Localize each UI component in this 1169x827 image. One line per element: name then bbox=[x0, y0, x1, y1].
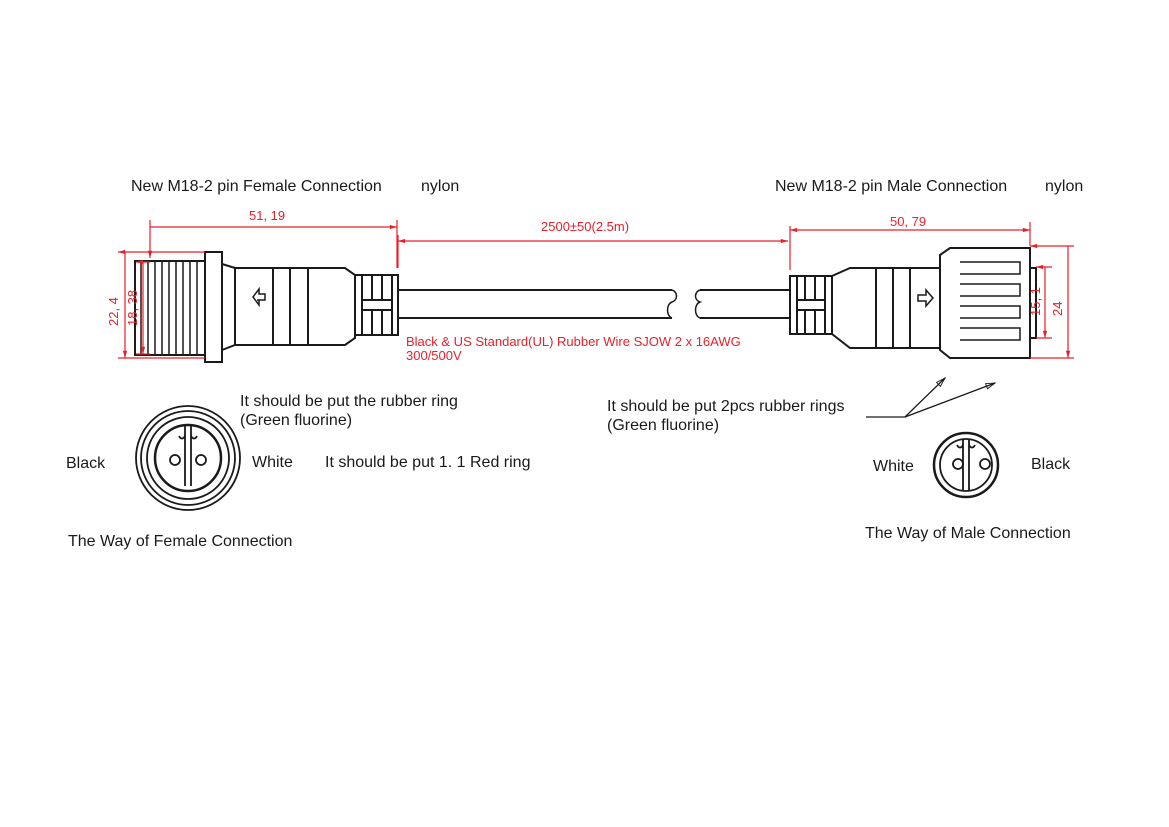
leader-arrows bbox=[866, 376, 997, 418]
male-title: New M18-2 pin Male Connection bbox=[775, 178, 1008, 195]
male-face-view bbox=[932, 431, 1000, 499]
female-ring-note: It should be put the rubber ring bbox=[240, 393, 458, 410]
dimension-lines bbox=[118, 220, 1074, 358]
female-flange bbox=[204, 251, 223, 363]
male-strain-relief bbox=[789, 275, 833, 335]
female-caption: The Way of Female Connection bbox=[68, 533, 293, 550]
female-title: New M18-2 pin Female Connection bbox=[131, 178, 382, 195]
red-ring-note: It should be put 1. 1 Red ring bbox=[325, 454, 531, 471]
female-thread bbox=[134, 260, 206, 356]
female-face-view bbox=[135, 405, 241, 511]
male-inner-diameter: 15, 1 bbox=[1028, 287, 1043, 316]
female-thread-diameter: 18, 38 bbox=[125, 289, 140, 326]
male-connector-side-view bbox=[789, 247, 1037, 359]
female-ring-material: (Green fluorine) bbox=[240, 412, 353, 429]
male-ring-note: It should be put 2pcs rubber rings bbox=[607, 398, 845, 415]
pin-black bbox=[169, 454, 181, 466]
male-left-pin-label: White bbox=[873, 458, 914, 475]
female-strain-relief bbox=[354, 274, 399, 336]
pin-white bbox=[195, 454, 207, 466]
female-outer-diameter: 22, 4 bbox=[106, 297, 121, 326]
female-left-pin-label: Black bbox=[66, 455, 106, 472]
male-ring-material: (Green fluorine) bbox=[607, 417, 720, 434]
male-outer-diameter: 24 bbox=[1050, 301, 1065, 316]
male-right-pin-label: Black bbox=[1031, 456, 1071, 473]
male-caption: The Way of Male Connection bbox=[865, 525, 1071, 542]
female-connector-side-view bbox=[134, 251, 399, 363]
cable-voltage: 300/500V bbox=[406, 348, 462, 363]
cable bbox=[398, 289, 790, 319]
cable-spec: Black & US Standard(UL) Rubber Wire SJOW… bbox=[406, 334, 741, 349]
male-coupling-nut bbox=[939, 247, 1031, 359]
male-material: nylon bbox=[1045, 178, 1084, 195]
female-material: nylon bbox=[421, 178, 460, 195]
female-length-dimension: 51, 19 bbox=[249, 208, 286, 223]
female-right-pin-label: White bbox=[252, 454, 293, 471]
cable-length-dimension: 2500±50(2.5m) bbox=[541, 219, 630, 234]
male-length-dimension: 50, 79 bbox=[890, 214, 927, 229]
